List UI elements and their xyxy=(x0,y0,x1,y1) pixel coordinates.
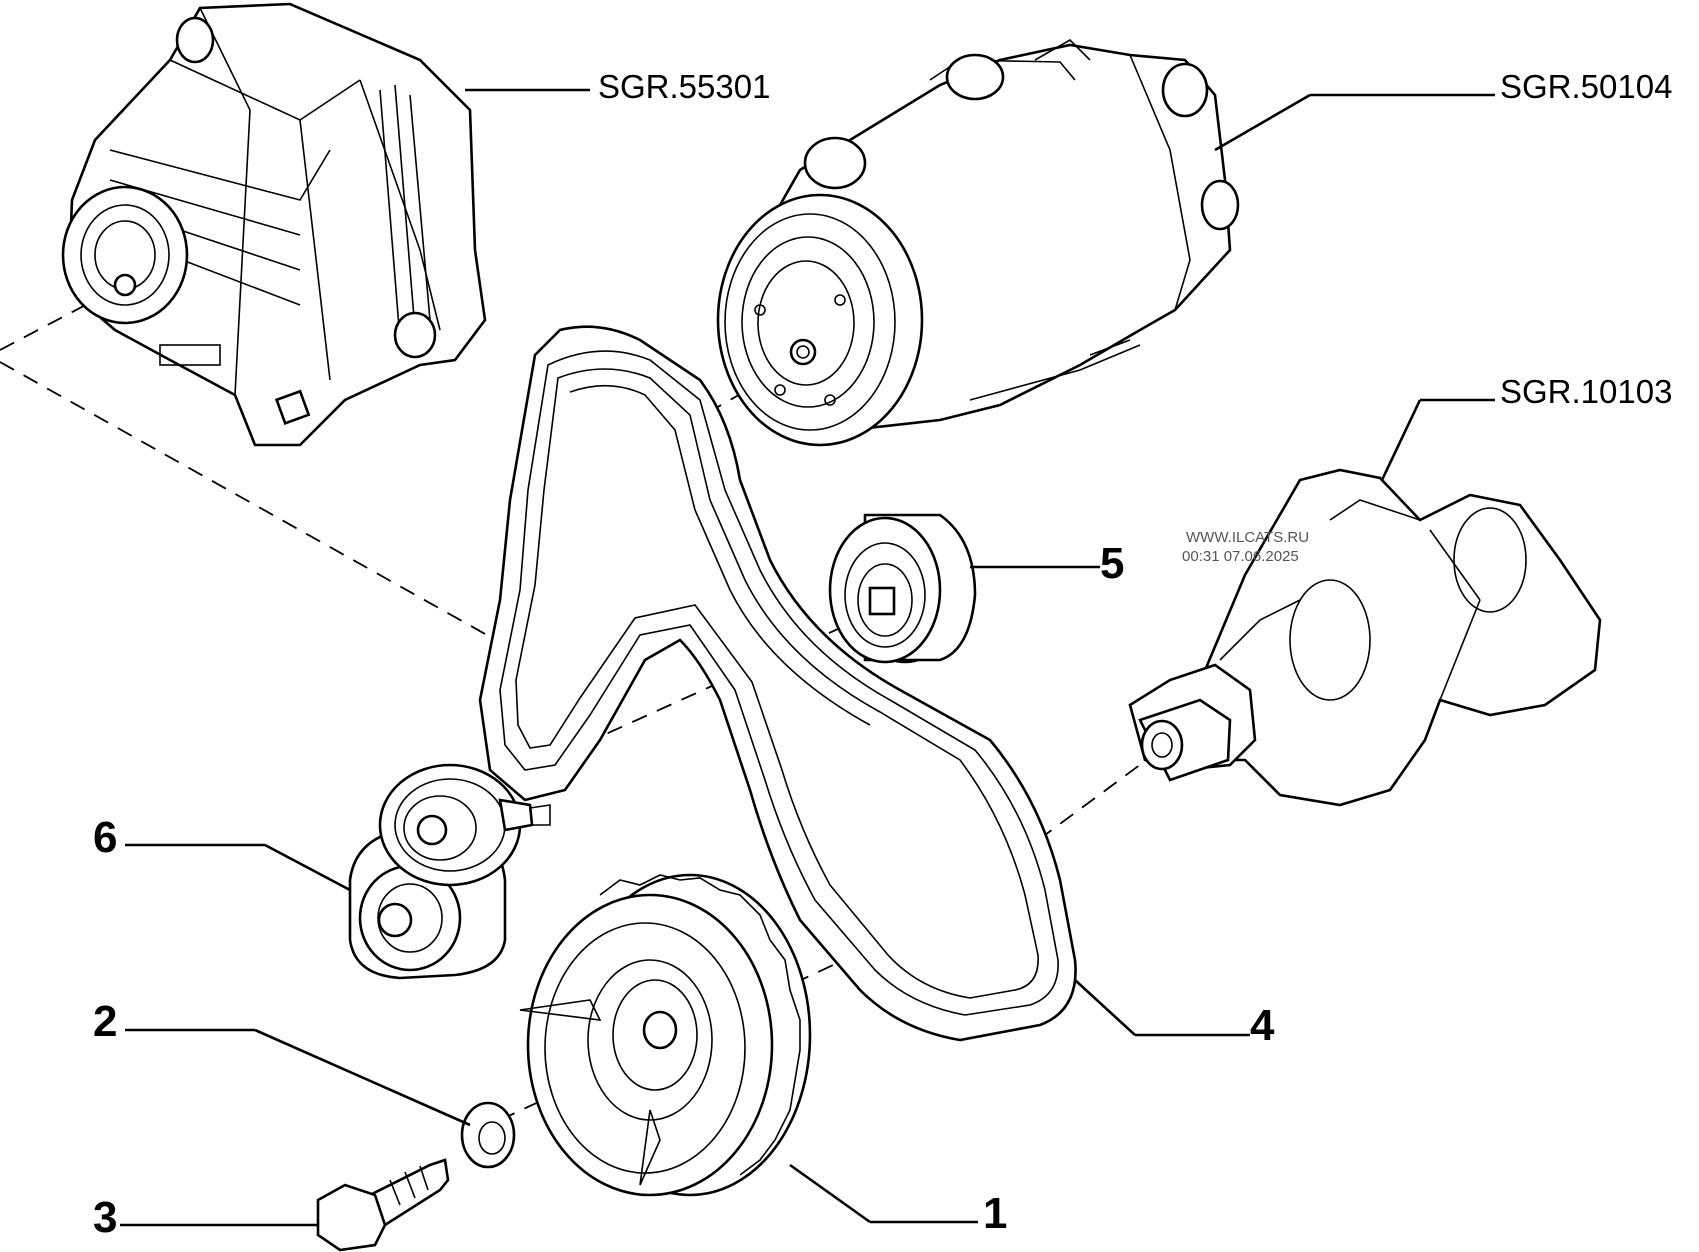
ref-crankshaft-label: SGR.10103 xyxy=(1500,373,1672,410)
poly-v-belt xyxy=(478,325,1077,1042)
watermark-site: WWW.ILCATS.RU xyxy=(1186,529,1309,546)
alternator xyxy=(61,2,487,447)
leader-lines xyxy=(120,88,1495,1227)
crankshaft-pulley-1 xyxy=(519,873,812,1197)
ref-alternator-label: SGR.55301 xyxy=(598,68,770,105)
callout-6: 6 xyxy=(93,813,117,862)
callout-1: 1 xyxy=(983,1189,1007,1238)
ac-compressor xyxy=(716,39,1240,447)
watermark-timestamp: 00:31 07.06.2025 xyxy=(1182,548,1299,565)
idler-pulley-5 xyxy=(828,513,977,664)
callout-4: 4 xyxy=(1250,1001,1275,1050)
callout-3: 3 xyxy=(93,1193,117,1242)
belt-tensioner-6 xyxy=(348,763,551,980)
washer-2 xyxy=(460,1101,516,1169)
bolt-3 xyxy=(316,1158,450,1252)
callout-5: 5 xyxy=(1100,539,1124,588)
ref-compressor-label: SGR.50104 xyxy=(1500,68,1672,105)
callout-2: 2 xyxy=(93,997,117,1046)
crankshaft xyxy=(1128,468,1602,807)
